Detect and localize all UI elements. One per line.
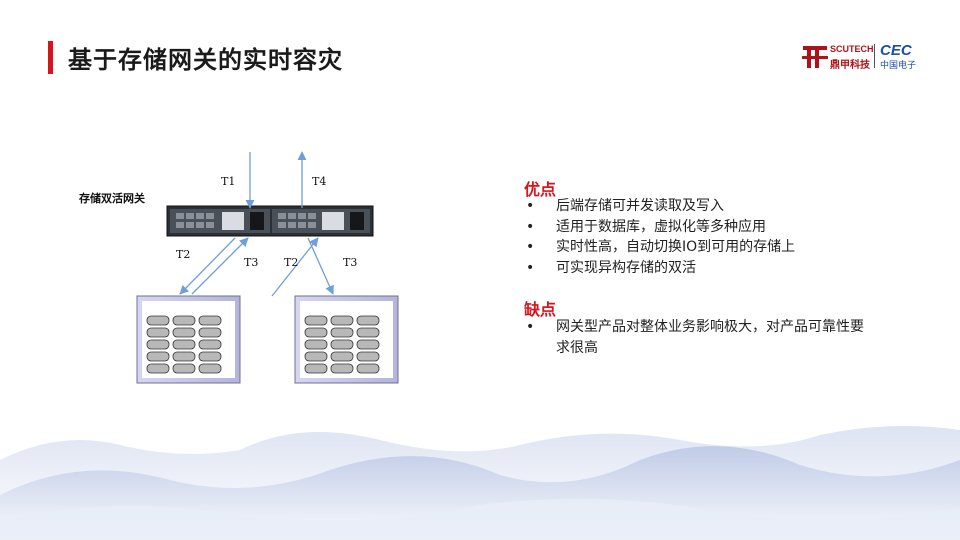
label-t2-right: T2 <box>284 256 298 269</box>
gateway-label: 存储双活网关 <box>79 191 145 205</box>
title-accent-bar <box>48 41 53 74</box>
label-t2-left: T2 <box>176 248 190 261</box>
label-t1: T1 <box>221 175 235 188</box>
pros-item: 实时性高，自动切换IO到可用的存储上 <box>524 237 904 258</box>
cons-list: 网关型产品对整体业务影响极大，对产品可靠性要求很高 <box>524 317 874 358</box>
arrow-t2-right <box>271 237 319 297</box>
logo-partner-cn: 中国电子 <box>880 61 917 71</box>
logo-brand-cn: 鼎甲科技 <box>830 60 870 71</box>
mountain-background <box>0 426 960 540</box>
storage-gateway-device <box>166 205 374 237</box>
cons-heading: 缺点 <box>524 300 557 319</box>
logo-brand-en: SCUTECH <box>830 44 874 54</box>
pros-item: 适用于数据库，虚拟化等多种应用 <box>524 217 904 238</box>
logo-partner-en: CEC <box>880 42 912 59</box>
storage-array-right <box>294 295 399 384</box>
label-t4: T4 <box>312 175 326 188</box>
label-t3-right: T3 <box>343 256 357 269</box>
logo-divider <box>874 44 875 68</box>
page-title: 基于存储网关的实时容灾 <box>68 46 343 74</box>
arrow-t2-left <box>179 237 236 295</box>
pros-item: 可实现异构存储的双活 <box>524 258 904 279</box>
storage-array-left <box>136 295 241 384</box>
label-t3-left: T3 <box>244 256 258 269</box>
pros-heading: 优点 <box>524 180 557 199</box>
cons-item: 网关型产品对整体业务影响极大，对产品可靠性要求很高 <box>524 317 874 358</box>
arrow-t3-right <box>307 237 334 295</box>
pros-item: 后端存储可并发读取及写入 <box>524 196 904 217</box>
pros-list: 后端存储可并发读取及写入 适用于数据库，虚拟化等多种应用 实时性高，自动切换IO… <box>524 196 904 278</box>
scutech-logo-icon <box>802 46 828 68</box>
arrow-t3-left <box>191 237 249 295</box>
company-logo: SCUTECH 鼎甲科技 CEC 中国电子 <box>800 42 920 72</box>
